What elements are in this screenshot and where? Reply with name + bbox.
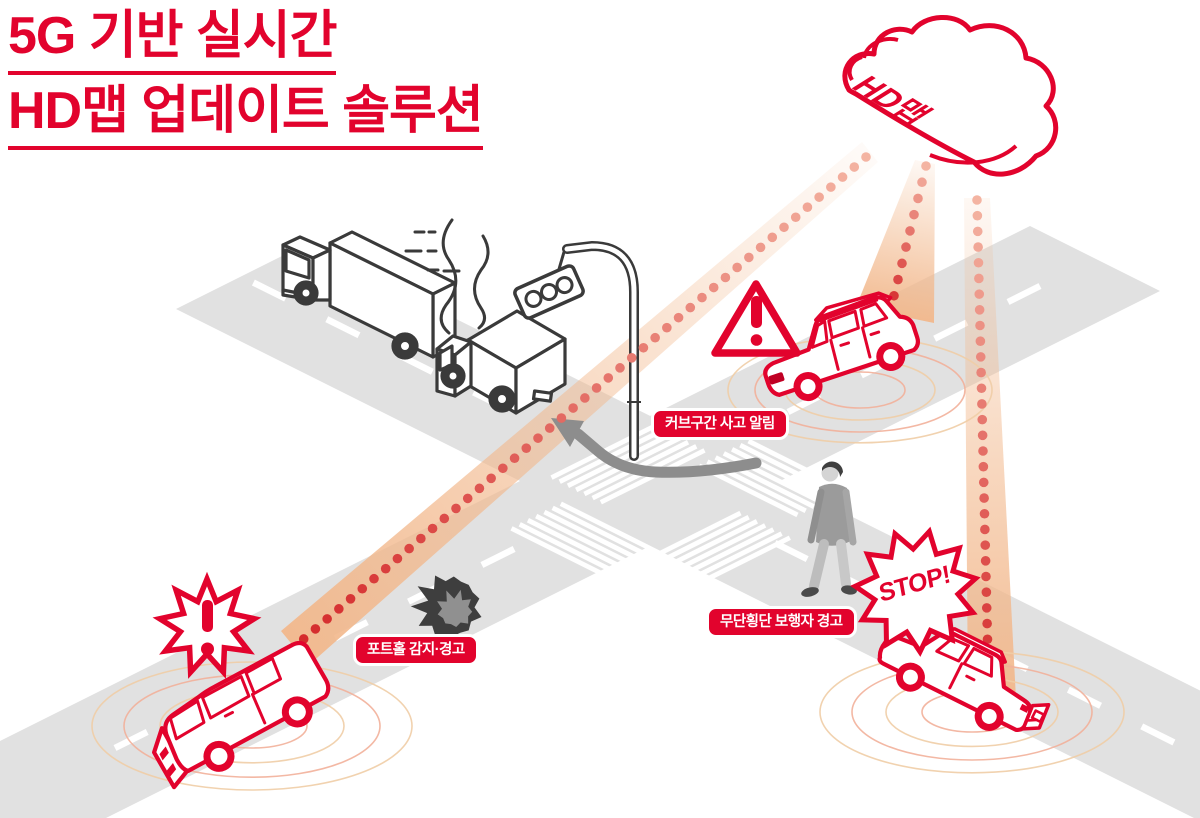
warning-triangle-icon <box>711 280 801 357</box>
car-icon-minivan-pothole <box>151 640 331 790</box>
title-line-1: 5G 기반 실시간 <box>8 10 337 75</box>
title-line-2: HD맵 업데이트 솔루션 <box>8 85 484 150</box>
callout-pothole-warning: 포트홀 감지·경고 <box>353 634 479 667</box>
car-icon-suv-curve-alert <box>763 291 921 402</box>
callout-curve-accident-alert: 커브구간 사고 알림 <box>651 408 789 441</box>
box-truck-icon <box>435 309 567 415</box>
beam-upload-pothole <box>281 142 878 665</box>
detour-arrow <box>551 418 762 478</box>
traffic-light-icon <box>513 240 641 461</box>
lane-dashes <box>113 243 1197 756</box>
smoke-icon <box>404 218 490 335</box>
cloud-icon <box>842 15 1059 177</box>
callout-jaywalk-warning: 무단횡단 보행자 경고 <box>706 606 857 639</box>
pothole-icon <box>410 575 482 637</box>
page-title: 5G 기반 실시간 HD맵 업데이트 솔루션 <box>8 10 484 160</box>
pedestrian-icon <box>801 461 857 597</box>
stop-burst-icon <box>850 526 981 657</box>
alert-burst-icon <box>152 571 262 679</box>
car-icon-sedan-stop-alert <box>877 627 1051 733</box>
